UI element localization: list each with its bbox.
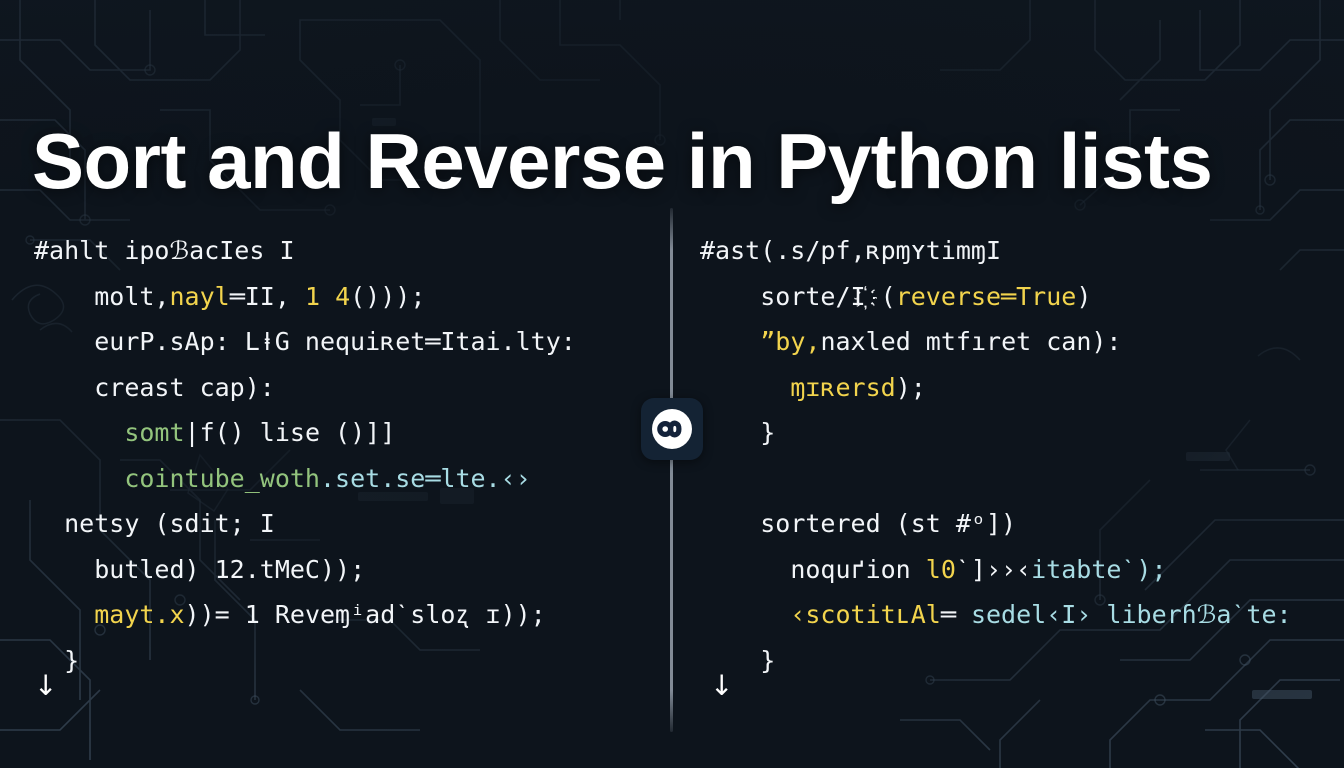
code-token: ))= 1 Reveɱ (184, 600, 351, 629)
code-token: } (64, 645, 80, 675)
code-indent (34, 418, 124, 447)
code-indent (34, 464, 124, 493)
code-line: sorte/I҉ (reverse═True) (700, 274, 1330, 320)
code-token: ⁱadˋsloʐ ɪ)); (350, 600, 546, 629)
code-indent (34, 600, 94, 629)
code-token: ())); (350, 281, 426, 311)
code-indent (34, 373, 94, 402)
code-line: noquґion l0ˋ]››‹itabteˋ); (700, 547, 1330, 593)
code-token: .set.se═lte.‹› (319, 463, 531, 493)
code-line: netsy (sdit; I (34, 501, 654, 547)
code-indent (34, 282, 94, 311)
code-token: , (805, 327, 821, 356)
code-token: molt, (94, 281, 170, 311)
code-token: t ipo (94, 236, 170, 265)
code-token: ˋ]››‹ (955, 554, 1032, 584)
scroll-down-arrow-left[interactable]: ↓ (34, 669, 58, 702)
code-token: ʀpɱʏtimɱI (865, 236, 1002, 265)
code-token: scotitʟAl (805, 600, 941, 629)
code-token: sedel‹I› liberɦℬaˋte: (970, 600, 1292, 629)
code-indent (34, 555, 94, 584)
code-token: ═II, (229, 281, 305, 311)
code-token: l0 (925, 554, 956, 584)
code-line: cointube_woth.set.se═lte.‹› (34, 456, 654, 502)
column-divider (670, 208, 673, 732)
code-token: Ies I (219, 236, 295, 265)
code-token: ” (760, 327, 776, 356)
code-token: ) (1076, 281, 1092, 311)
code-token: ); (895, 372, 926, 402)
scroll-down-arrow-right[interactable]: ↓ (710, 669, 734, 702)
code-token: naxled mtfıret can): (820, 327, 1122, 356)
code-token: noquґion (790, 554, 926, 584)
code-token: #ast(.s/pf, (700, 236, 866, 265)
code-line: sortered (st #ᵒ]) (700, 501, 1330, 547)
code-line: molt,nayl═II, 1 4())); (34, 274, 654, 320)
code-line: } (700, 410, 1330, 456)
code-token: netsy (sdit; I (64, 509, 275, 538)
code-token: by (775, 327, 806, 356)
code-indent (700, 327, 760, 356)
code-token: itabteˋ); (1031, 554, 1167, 584)
code-token: ‹ (790, 600, 806, 629)
code-line: mayt.x))= 1 Reveɱⁱadˋsloʐ ɪ)); (34, 592, 654, 638)
code-indent (700, 418, 760, 447)
code-indent (700, 555, 790, 584)
code-token: creast cap): (94, 372, 275, 402)
code-indent (700, 509, 760, 538)
code-line: somt|f() lise ()]] (34, 410, 654, 456)
code-token: butled) 12.tMeC)); (94, 554, 366, 584)
code-token: nayl (169, 281, 230, 311)
code-token: cointube_woth (124, 463, 320, 493)
code-block-left[interactable]: #ahlt ipoℬacIes I molt,nayl═II, 1 4()));… (34, 228, 654, 683)
code-token: |f() lise ()]] (184, 418, 396, 447)
code-token: 1 4 (304, 281, 351, 311)
code-token: mayt.x (94, 600, 185, 629)
code-token: sortered (st #ᵒ]) (760, 509, 1017, 538)
page-title: Sort and Reverse in Python lists (32, 117, 1213, 206)
code-token: ═ (940, 600, 971, 629)
code-token: eurP.sAp: LⱡG nequiʀet═Itai.lty: (94, 327, 576, 356)
code-block-right[interactable]: #ast(.s/pf,ʀpɱʏtimɱI sorte/I҉ (reverse═T… (700, 228, 1330, 683)
code-line: ‹scotitʟAl═ sedel‹I› liberɦℬaˋte: (700, 592, 1330, 638)
code-token: } (760, 645, 776, 675)
code-line: ”by,naxled mtfıret can): (700, 319, 1330, 365)
code-line: ɱɪʀersd); (700, 365, 1330, 411)
code-indent (700, 282, 760, 311)
code-token: ℬac (169, 236, 220, 265)
code-token: sorte/I҉ ( (760, 281, 896, 311)
code-token: ɱɪ (790, 372, 821, 402)
code-token: } (760, 418, 776, 447)
code-indent (700, 600, 790, 629)
code-line: eurP.sAp: LⱡG nequiʀet═Itai.lty: (34, 319, 654, 365)
code-token: #ahl (34, 236, 95, 265)
code-line: } (34, 638, 654, 684)
code-token: ʀersd (820, 372, 896, 402)
code-line (700, 456, 1330, 502)
center-logo-badge[interactable] (641, 398, 703, 460)
code-indent (34, 327, 94, 356)
code-line: #ast(.s/pf,ʀpɱʏtimɱI (700, 228, 1330, 274)
code-line: creast cap): (34, 365, 654, 411)
code-indent (34, 509, 64, 538)
code-token: somt (124, 418, 185, 447)
infinity-icon (652, 409, 692, 449)
code-line: butled) 12.tMeC)); (34, 547, 654, 593)
code-token: reverse═True (895, 281, 1077, 311)
code-indent (700, 373, 790, 402)
code-line: #ahlt ipoℬacIes I (34, 228, 654, 274)
code-line: } (700, 638, 1330, 684)
